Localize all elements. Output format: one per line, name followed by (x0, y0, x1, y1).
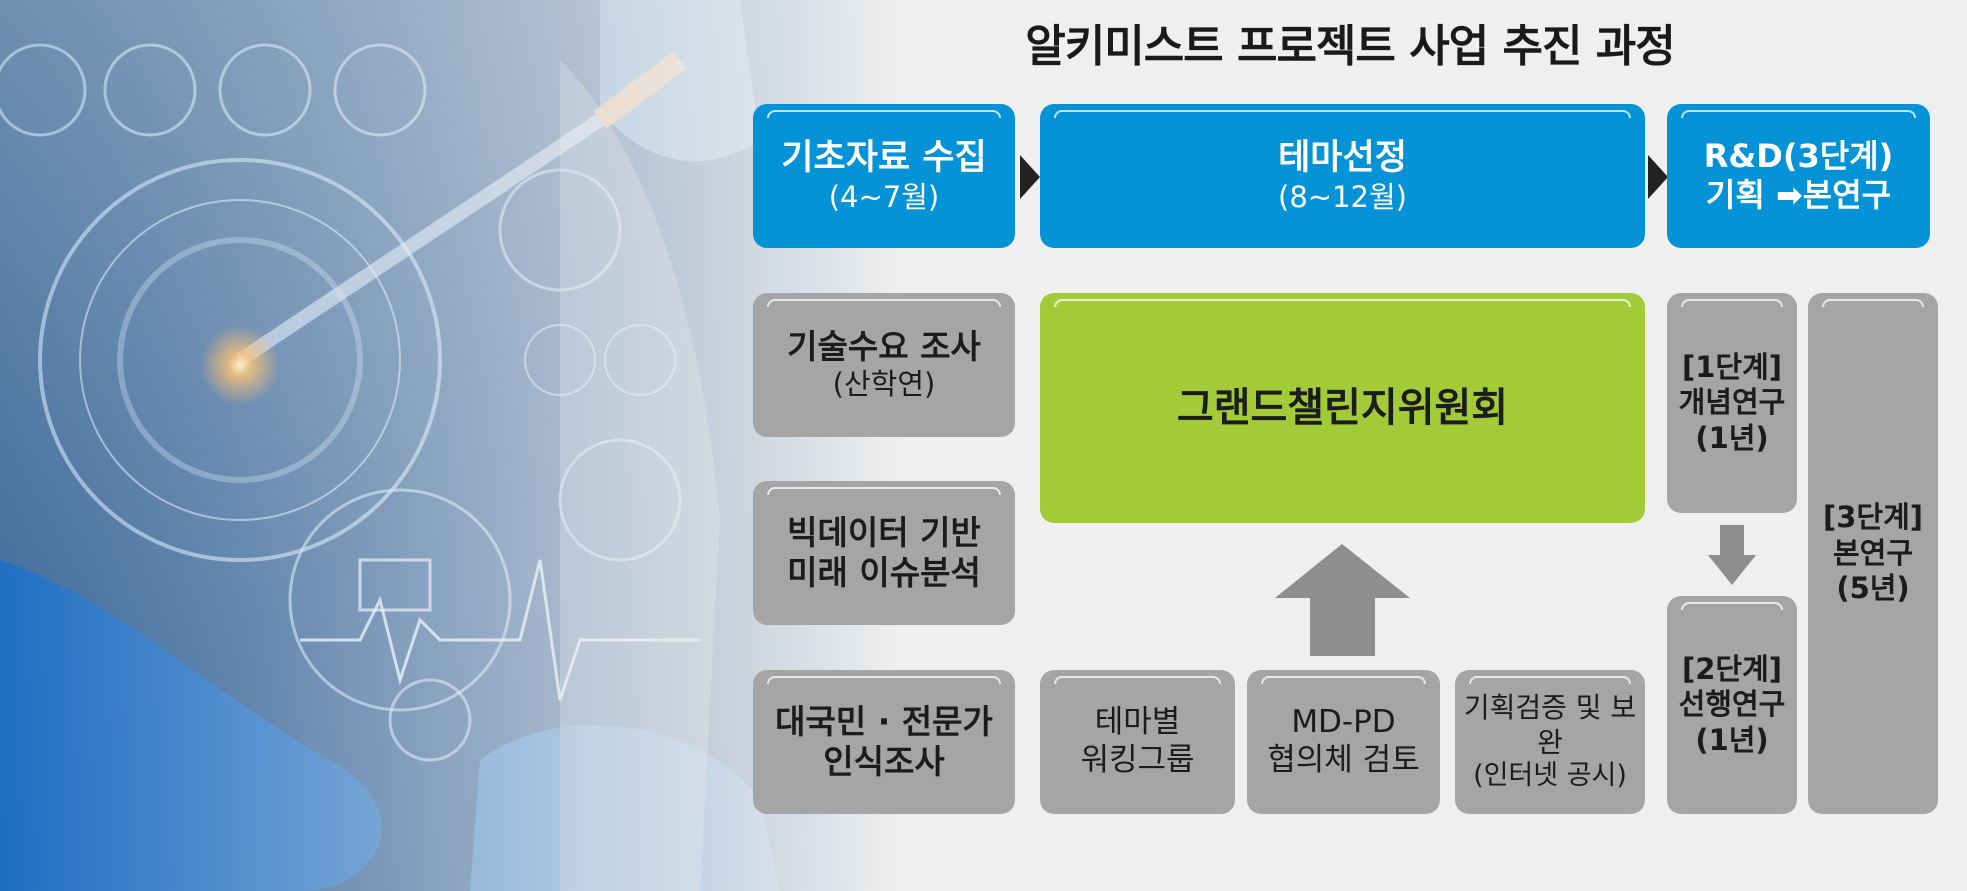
step-title: 기획검증 및 보완 (1463, 691, 1637, 759)
step-tech-demand-survey: 기술수요 조사 (산학연) (753, 293, 1015, 437)
step-verification: 기획검증 및 보완 (인터넷 공시) (1455, 670, 1645, 814)
step-title: 기술수요 조사 (787, 327, 981, 367)
step-subtitle: 협의체 검토 (1267, 742, 1420, 778)
step-mdpd-review: MD-PD 협의체 검토 (1247, 670, 1440, 814)
stage-label: [1단계] (1681, 349, 1783, 384)
step-bigdata-analysis: 빅데이터 기반 미래 이슈분석 (753, 481, 1015, 625)
diagram-title: 알키미스트 프로젝트 사업 추진 과정 (1025, 21, 1675, 72)
step-title: 빅데이터 기반 (787, 512, 981, 552)
stage-1-concept-research: [1단계] 개념연구 (1년) (1667, 293, 1797, 513)
committee-label: 그랜드챌린지위원회 (1176, 384, 1509, 431)
stage-label: [3단계] (1822, 500, 1924, 535)
phase-title: R&D(3단계) (1703, 136, 1894, 175)
step-title: 대국민 · 전문가 (775, 701, 993, 741)
arrow-right-icon (1648, 155, 1668, 199)
stage-duration: (1년) (1695, 420, 1769, 455)
stage-name: 개념연구 (1678, 385, 1786, 420)
phase-rnd: R&D(3단계) 기획 ➡본연구 (1667, 104, 1930, 248)
phase-title: 테마선정 (1278, 137, 1407, 178)
stage-duration: (1년) (1695, 722, 1769, 757)
step-public-survey: 대국민 · 전문가 인식조사 (753, 670, 1015, 814)
arrow-right-icon (1020, 155, 1040, 199)
step-subtitle: (인터넷 공시) (1473, 759, 1627, 791)
step-subtitle: (산학연) (832, 367, 936, 402)
step-title: MD-PD (1291, 704, 1396, 741)
stage-label: [2단계] (1681, 651, 1783, 686)
stage-duration: (5년) (1836, 571, 1910, 606)
phase-period: (4~7월) (828, 179, 940, 214)
step-subtitle: 인식조사 (823, 742, 945, 781)
grand-challenge-committee: 그랜드챌린지위원회 (1040, 293, 1645, 523)
phase-subtitle: 기획 ➡본연구 (1705, 176, 1892, 214)
step-subtitle: 워킹그룹 (1080, 742, 1195, 778)
step-title: 테마별 (1094, 704, 1181, 741)
stage-name: 본연구 (1832, 535, 1914, 570)
stage-name: 선행연구 (1678, 687, 1786, 722)
step-theme-working-group: 테마별 워킹그룹 (1040, 670, 1235, 814)
arrow-up-icon (1275, 544, 1410, 656)
phase-title: 기초자료 수집 (781, 137, 987, 178)
phase-theme-selection: 테마선정 (8~12월) (1040, 104, 1645, 248)
phase-period: (8~12월) (1278, 179, 1407, 214)
stage-2-preceding-research: [2단계] 선행연구 (1년) (1667, 596, 1797, 814)
step-subtitle: 미래 이슈분석 (787, 553, 981, 592)
stage-3-main-research: [3단계] 본연구 (5년) (1808, 293, 1938, 814)
arrow-down-icon (1708, 525, 1756, 585)
phase-data-collection: 기초자료 수집 (4~7월) (753, 104, 1015, 248)
